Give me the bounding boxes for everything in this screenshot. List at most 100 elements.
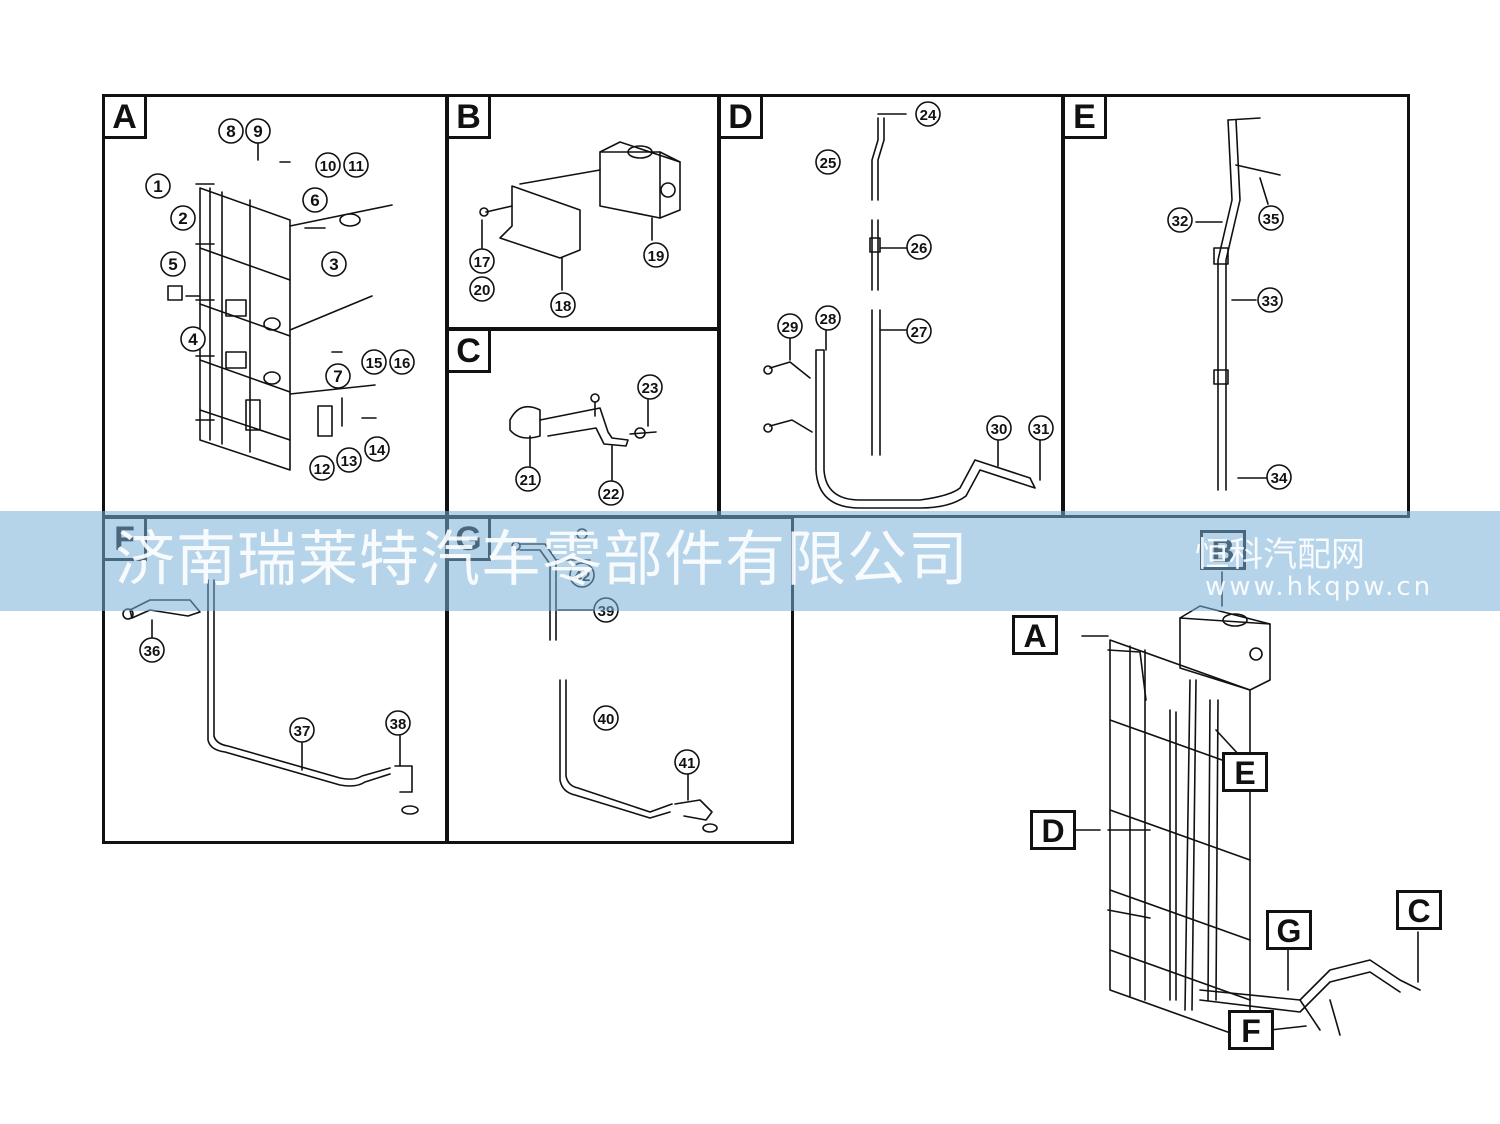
panel-d-label: D (721, 97, 763, 139)
part-number-35: 35 (1263, 211, 1280, 228)
panel-b-label: B (449, 97, 491, 139)
part-bubble-circle (593, 705, 619, 731)
part-bubble-circle (637, 374, 663, 400)
part-number-18: 18 (555, 298, 572, 315)
part-bubble-circle (1258, 205, 1284, 231)
part-number-32: 32 (1172, 213, 1189, 230)
part-number-33: 33 (1262, 293, 1279, 310)
part-bubble-circle (815, 149, 841, 175)
part-number-36: 36 (144, 643, 161, 660)
part-number-28: 28 (820, 311, 837, 328)
part-bubble-circle (389, 349, 415, 375)
part-bubble-circle (180, 326, 206, 352)
part-number-9: 9 (253, 122, 262, 141)
part-bubble-circle (643, 242, 669, 268)
part-number-25: 25 (820, 155, 837, 172)
part-number-17: 17 (474, 254, 491, 271)
part-bubble-circle (469, 248, 495, 274)
part-number-11: 11 (348, 158, 364, 175)
part-number-7: 7 (333, 367, 342, 386)
part-bubble-circle (145, 173, 171, 199)
part-number-41: 41 (679, 755, 696, 772)
part-bubble-circle (321, 251, 347, 277)
part-number-10: 10 (320, 158, 337, 175)
part-bubble-circle (598, 480, 624, 506)
part-number-16: 16 (394, 355, 411, 372)
part-bubble-circle (550, 292, 576, 318)
part-bubble-circle (336, 447, 362, 473)
part-number-4: 4 (188, 330, 198, 349)
assembly-drawing (1075, 571, 1421, 1041)
assembly-callout-g: G (1266, 910, 1312, 950)
part-bubble-circle (364, 436, 390, 462)
bracket-drawing (509, 393, 657, 481)
pipe-f-drawing (122, 579, 419, 815)
panel-c-label: C (449, 331, 491, 373)
watermark-company: 济南瑞莱特汽车零部件有限公司 (115, 525, 969, 595)
part-bubble-circle (1257, 287, 1283, 313)
part-number-15: 15 (366, 355, 383, 372)
part-bubble-circle (139, 637, 165, 663)
part-bubble-circle (674, 749, 700, 775)
watermark-site-url: www.hkqpw.cn (1205, 572, 1434, 602)
part-number-40: 40 (598, 711, 615, 728)
assembly-callout-f: F (1228, 1010, 1274, 1050)
part-number-14: 14 (369, 442, 386, 459)
part-bubble-circle (289, 717, 315, 743)
part-number-1: 1 (153, 177, 162, 196)
part-number-8: 8 (226, 122, 235, 141)
part-bubble-circle (515, 466, 541, 492)
part-bubble-circle (245, 118, 271, 144)
part-bubble-circle (343, 152, 369, 178)
watermark-site-name: 恒科汽配网 (1195, 535, 1365, 575)
part-number-19: 19 (648, 248, 665, 265)
part-bubble-circle (1167, 207, 1193, 233)
assembly-callout-a: A (1012, 615, 1058, 655)
part-bubble-circle (915, 101, 941, 127)
part-number-23: 23 (642, 380, 659, 397)
tank-drawing (479, 141, 681, 291)
part-number-38: 38 (390, 716, 407, 733)
panel-e-label: E (1065, 97, 1107, 139)
watermark-banner (0, 511, 1500, 611)
part-number-34: 34 (1271, 470, 1288, 487)
panel-a: A (102, 94, 448, 518)
part-bubble-circle (160, 251, 186, 277)
assembly-callout-e: E (1222, 752, 1268, 792)
part-bubble-circle (385, 710, 411, 736)
part-bubble-circle (315, 152, 341, 178)
part-bubble-circle (906, 318, 932, 344)
part-number-22: 22 (603, 486, 620, 503)
part-number-29: 29 (782, 319, 799, 336)
part-number-13: 13 (341, 453, 358, 470)
part-number-12: 12 (314, 461, 331, 478)
part-bubble-circle (986, 415, 1012, 441)
part-number-6: 6 (310, 191, 319, 210)
part-bubble-circle (1028, 415, 1054, 441)
part-bubble-circle (302, 187, 328, 213)
part-number-24: 24 (920, 107, 937, 124)
pipe-d-drawing (763, 113, 1041, 509)
part-bubble-circle (1266, 464, 1292, 490)
frame-drawing (167, 133, 393, 471)
part-bubble-circle (906, 234, 932, 260)
part-number-31: 31 (1033, 421, 1050, 438)
assembly-callout-d: D (1030, 810, 1076, 850)
part-number-3: 3 (329, 255, 338, 274)
part-number-26: 26 (911, 240, 928, 257)
part-bubble-circle (815, 305, 841, 331)
part-number-20: 20 (474, 282, 491, 299)
part-bubble-circle (361, 349, 387, 375)
part-bubble-circle (309, 455, 335, 481)
tube-e-drawing (1195, 117, 1281, 491)
part-number-2: 2 (178, 209, 187, 228)
panel-c: C (446, 328, 720, 518)
part-number-37: 37 (294, 723, 311, 740)
part-bubble-circle (469, 276, 495, 302)
part-number-5: 5 (168, 255, 177, 274)
part-number-30: 30 (991, 421, 1008, 438)
assembly-callout-c: C (1396, 890, 1442, 930)
part-number-21: 21 (520, 472, 537, 489)
